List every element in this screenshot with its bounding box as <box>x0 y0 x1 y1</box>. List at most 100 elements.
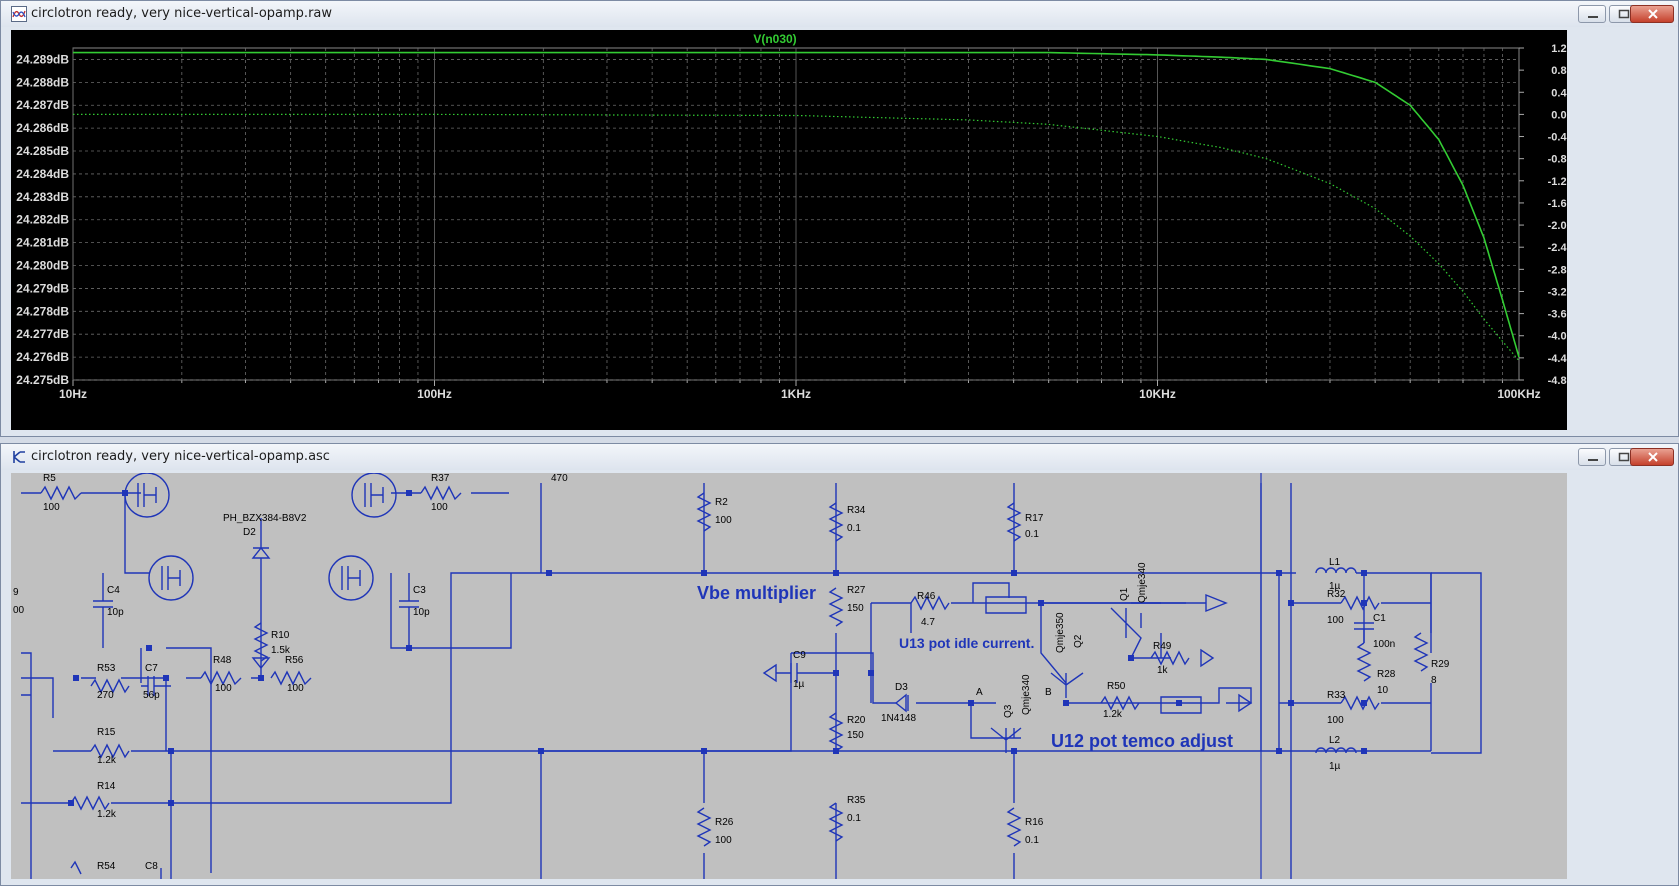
bode-plot-svg[interactable]: 24.289dB24.288dB24.287dB24.286dB24.285dB… <box>11 30 1571 430</box>
l1-symbol <box>1315 567 1357 574</box>
x-tick-label: 100Hz <box>417 387 452 401</box>
r53-ref: R53 <box>97 663 116 674</box>
r33-value: 100 <box>1327 715 1344 726</box>
magnitude-series-line <box>73 51 1520 358</box>
output-arrow-icon <box>1200 648 1215 668</box>
r35-value: 0.1 <box>847 813 861 824</box>
y-right-tick-label: 0.0° <box>1551 109 1567 121</box>
u13-pot-icon <box>985 596 1027 614</box>
partial-label: 00 <box>13 605 25 616</box>
c7-ref: C7 <box>145 663 158 674</box>
r53-value: 270 <box>97 690 114 701</box>
y-left-tick-label: 24.284dB <box>16 167 69 181</box>
l1-value: 1µ <box>1329 581 1341 592</box>
node-a-label: A <box>976 687 983 698</box>
y-right-tick-label: -2.4° <box>1548 242 1567 254</box>
r2-ref: R2 <box>715 497 728 508</box>
component-labels: R5 100 R37 100 R2 100 R34 0.1 R17 0.1 PH… <box>13 473 1450 872</box>
y-left-tick-label: 24.287dB <box>16 98 69 112</box>
y-left-tick-label: 24.281dB <box>16 236 69 250</box>
partial-label: 9 <box>13 587 19 598</box>
c9-ref: C9 <box>793 650 806 661</box>
q1-ref: Q1 <box>1119 587 1130 601</box>
r14-symbol <box>70 795 110 811</box>
y-right-tick-label: -1.2° <box>1548 176 1567 188</box>
r35-symbol <box>828 802 844 842</box>
y-left-tick-label: 24.283dB <box>16 190 69 204</box>
r48-value: 100 <box>215 683 232 694</box>
r49-ref: R49 <box>1153 641 1172 652</box>
c1-symbol <box>1354 603 1374 643</box>
q3-ref: Q3 <box>1003 704 1014 718</box>
r34-ref: R34 <box>847 505 866 516</box>
l1-ref: L1 <box>1329 557 1341 568</box>
waveform-app-icon <box>11 6 27 22</box>
m2-mosfet-icon <box>148 555 194 601</box>
r28-symbol <box>1356 642 1372 682</box>
plot-titlebar[interactable]: circlotron ready, very nice-vertical-opa… <box>1 1 1678 27</box>
minimize-icon <box>1588 16 1598 18</box>
r56-value: 100 <box>287 683 304 694</box>
output-arrow-icon <box>1238 693 1253 713</box>
y-right-tick-label: -4.0° <box>1548 331 1567 343</box>
r15-ref: R15 <box>97 727 116 738</box>
d3-symbol <box>894 693 909 713</box>
node-b-label: B <box>1045 687 1052 698</box>
x-tick-label: 10KHz <box>1139 387 1176 401</box>
schematic-app-icon <box>13 451 25 463</box>
r5-symbol <box>40 485 82 501</box>
r2-symbol <box>696 492 712 532</box>
r50-value: 1.2k <box>1103 709 1123 720</box>
r46-symbol <box>910 595 950 611</box>
y-right-tick-label: 0.4° <box>1551 87 1567 99</box>
r27-value: 150 <box>847 603 864 614</box>
y-right-tick-label: -4.4° <box>1548 353 1567 365</box>
m4-mosfet-icon <box>351 473 397 518</box>
c4-symbol <box>93 573 113 648</box>
schematic-canvas[interactable]: Vbe multiplier U13 pot idle current. U12… <box>11 473 1567 879</box>
q1-value: Qmje340 <box>1137 562 1148 603</box>
x-tick-label: 1KHz <box>781 387 811 401</box>
close-button[interactable] <box>1630 448 1674 466</box>
close-button[interactable] <box>1630 5 1674 23</box>
r50-symbol <box>1100 695 1140 711</box>
r26-symbol <box>696 807 712 847</box>
minimize-button[interactable] <box>1578 448 1606 466</box>
schematic-svg[interactable]: Vbe multiplier U13 pot idle current. U12… <box>11 473 1567 879</box>
resistor-symbols <box>40 485 1429 875</box>
r33-symbol <box>1340 695 1380 711</box>
q3-transistor-icon <box>990 727 1022 753</box>
r54-symbol <box>70 860 82 875</box>
wires <box>21 483 1482 879</box>
c9-ground-icon <box>762 663 777 683</box>
r5-value: 100 <box>43 502 60 513</box>
r27-symbol <box>828 587 844 627</box>
l2-ref: L2 <box>1329 735 1341 746</box>
plot-window-title: circlotron ready, very nice-vertical-opa… <box>31 6 333 21</box>
r10-value: 1.5k <box>271 645 291 656</box>
chart-title: V(n030) <box>753 32 796 46</box>
y-right-tick-label: -2.8° <box>1548 264 1567 276</box>
r20-ref: R20 <box>847 715 866 726</box>
r26-value: 100 <box>715 835 732 846</box>
maximize-icon <box>1618 9 1630 19</box>
y-right-tick-label: -3.2° <box>1548 286 1567 298</box>
r49-value: 1k <box>1157 665 1169 676</box>
phase-series-line <box>73 113 1520 362</box>
y-right-tick-label: 0.8° <box>1551 65 1567 77</box>
y-left-tick-label: 24.288dB <box>16 75 69 89</box>
r16-ref: R16 <box>1025 817 1044 828</box>
q3-value: Qmje340 <box>1021 674 1032 715</box>
r16-value: 0.1 <box>1025 835 1039 846</box>
output-arrow-icon <box>1205 593 1228 613</box>
schematic-titlebar[interactable]: circlotron ready, very nice-vertical-opa… <box>1 444 1678 470</box>
r17-value: 0.1 <box>1025 529 1039 540</box>
c7-symbol <box>141 676 171 696</box>
minimize-button[interactable] <box>1578 5 1606 23</box>
r50-ref: R50 <box>1107 681 1126 692</box>
partial-label: 470 <box>551 473 568 484</box>
y-right-tick-label: -4.8° <box>1548 375 1567 387</box>
c9-symbol <box>776 663 836 683</box>
r54-ref: R54 <box>97 861 116 872</box>
